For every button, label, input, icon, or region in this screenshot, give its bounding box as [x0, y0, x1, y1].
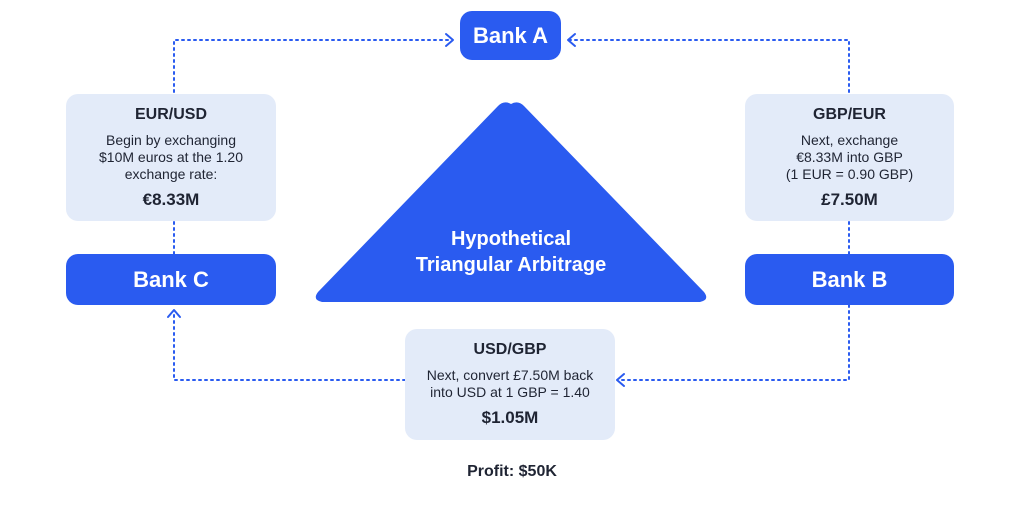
arbitrage-triangle: [315, 102, 707, 303]
step-description: Begin by exchanging $10M euros at the 1.…: [99, 132, 243, 182]
step-amount: £7.50M: [821, 190, 878, 209]
step-description: Next, convert £7.50M back into USD at 1 …: [426, 367, 594, 400]
diagram-title: Hypothetical Triangular Arbitrage: [312, 226, 710, 278]
bank-c-node: Bank C: [66, 254, 276, 305]
arrowhead-into-usdgbp: [616, 373, 625, 387]
arrowhead-right-into-bank-a: [567, 33, 576, 47]
profit-label: Profit: $50K: [467, 463, 557, 480]
step-description: Next, exchange €8.33M into GBP (1 EUR = …: [785, 132, 914, 182]
diagram-title-line-1: Hypothetical: [450, 228, 572, 250]
bank-a-node: Bank A: [460, 11, 561, 60]
connector-bank-b-to-usdgbp: [621, 304, 850, 381]
arrowhead-left-into-bank-a: [445, 33, 454, 47]
step-card-gbp-eur: GBP/EUR Next, exchange €8.33M into GBP (…: [745, 94, 954, 221]
currency-pair-label: GBP/EUR: [813, 106, 886, 123]
currency-pair-label: USD/GBP: [473, 341, 547, 358]
currency-pair-label: EUR/USD: [134, 106, 207, 123]
step-amount: €8.33M: [142, 190, 200, 209]
step-card-usd-gbp: USD/GBP Next, convert £7.50M back into U…: [405, 329, 615, 440]
connector-usdgbp-to-bank-c: [173, 312, 406, 381]
diagram-title-line-2: Triangular Arbitrage: [415, 254, 607, 276]
bank-b-node: Bank B: [745, 254, 954, 305]
arrowhead-into-bank-c: [167, 309, 181, 318]
step-amount: $1.05M: [481, 408, 539, 427]
step-card-eur-usd: EUR/USD Begin by exchanging $10M euros a…: [66, 94, 276, 221]
